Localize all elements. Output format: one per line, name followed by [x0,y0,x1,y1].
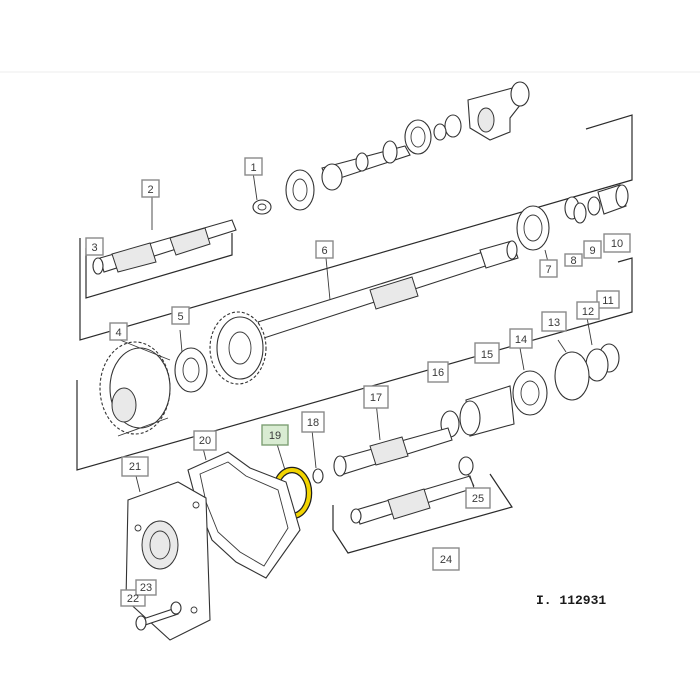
callout-label-11: 11 [602,295,613,307]
part-2-shaft [92,196,237,275]
callout-label-23: 23 [140,582,152,594]
callout-box-5 [171,306,190,325]
callout-label-9: 9 [589,245,595,257]
callout-box-2 [141,179,160,198]
callout-box-9 [583,240,602,259]
callout-label-5: 5 [177,311,183,323]
callout-label-15: 15 [481,349,493,361]
drawing-reference-code: I. 112931 [536,593,606,608]
callout-box-11 [596,290,620,309]
parts-11-16-assembly [440,311,620,438]
parts-8-9-10-rings [564,184,629,224]
part-7-bearing [516,205,550,263]
callout-box-4 [109,322,128,341]
callout-label-2: 2 [147,184,153,196]
parts-22-23-bolt [135,601,182,631]
callout-box-23 [135,579,157,596]
callout-box-14 [509,328,533,349]
callout-label-22: 22 [127,593,139,605]
main-shaft-gear [209,311,267,385]
part-1-bushing [252,171,272,215]
callout-box-21 [121,456,149,477]
callout-box-17 [363,385,389,409]
callout-box-25 [465,487,491,509]
callout-labels: 1 2 3 4 5 6 7 8 9 10 11 12 13 14 15 16 1… [91,162,623,605]
callout-box-13 [541,311,567,332]
part-5-bearing [174,329,208,393]
callout-box-7 [539,259,558,278]
callout-label-7: 7 [545,264,551,276]
callout-label-6: 6 [321,245,327,257]
callout-label-19: 19 [269,430,281,442]
part-18-washer [311,429,324,484]
callout-box-8 [564,253,583,267]
callout-boxes [85,157,631,607]
callout-label-25: 25 [472,493,484,505]
callout-box-16 [427,361,449,383]
callout-label-21: 21 [129,461,141,473]
callout-box-1 [244,157,263,176]
part-21-housing [125,475,211,641]
callout-box-18 [301,411,325,433]
callout-label-13: 13 [548,317,560,329]
callout-box-20 [193,430,217,451]
part-4-gear [99,339,171,437]
part-17-shaft [333,401,453,477]
callout-label-18: 18 [307,417,319,429]
callout-label-3: 3 [91,242,97,254]
callout-label-4: 4 [115,327,121,339]
callout-box-15 [474,342,500,364]
callout-label-20: 20 [199,435,211,447]
callout-label-16: 16 [432,367,444,379]
callout-label-12: 12 [582,306,594,318]
part-6-main-shaft [257,240,519,339]
callout-box-24 [432,547,460,571]
callout-label-24: 24 [440,554,452,566]
callout-box-10 [603,233,631,253]
callout-box-19 [261,424,289,446]
upper-gear-cluster [285,81,530,211]
callout-label-17: 17 [370,392,382,404]
callout-box-12 [576,301,600,320]
callout-label-10: 10 [611,238,623,250]
callout-label-1: 1 [250,162,256,174]
callout-box-6 [315,240,334,259]
part-24-shaft [350,456,475,525]
callout-label-8: 8 [570,255,576,267]
group-frames [76,114,633,554]
callout-box-3 [85,237,104,256]
callout-label-14: 14 [515,334,527,346]
